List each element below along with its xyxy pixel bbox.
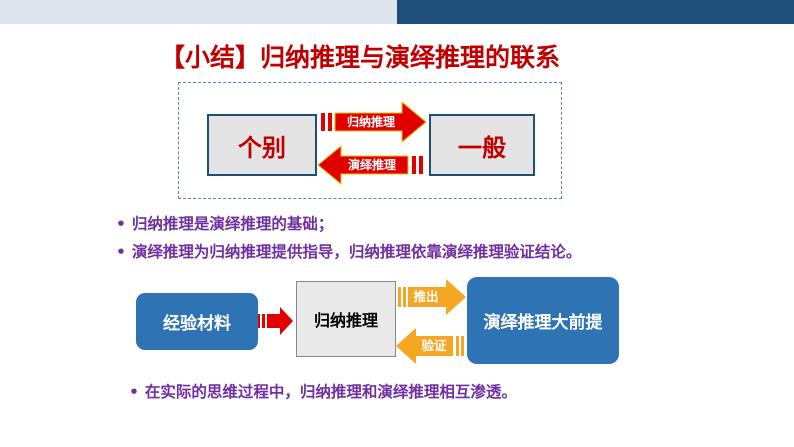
induction-box: 归纳推理 [296,281,396,357]
derive-arrow [398,279,466,315]
bullet-1: • 归纳推理是演绎推理的基础； [116,212,333,234]
derive-arrow-label: 推出 [413,289,439,304]
bullet-marker: • [116,215,126,233]
header-band-dark [397,0,794,24]
bullet-2-text: 演绎推理为归纳推理提供指导，归纳推理依靠演绎推理验证结论。 [131,243,582,261]
induction-arrow-label: 归纳推理 [346,115,395,129]
deduction-arrow [317,144,423,186]
bullet-3-text: 在实际的思维过程中，归纳推理和演绎推理相互渗透。 [144,383,517,401]
deduction-arrow-label: 演绎推理 [347,158,396,172]
bullet-3: • 在实际的思维过程中，归纳推理和演绎推理相互渗透。 [129,380,517,402]
verify-arrow-label: 验证 [421,338,447,353]
material-to-induction-arrow [257,307,293,335]
bullet-2: • 演绎推理为归纳推理提供指导，归纳推理依靠演绎推理验证结论。 [116,240,581,262]
verify-arrow [396,328,464,364]
general-box: 一般 [429,114,535,176]
experience-material-box: 经验材料 [136,293,258,350]
bullet-marker: • [116,243,126,261]
slide-title: 【小结】归纳推理与演绎推理的联系 [160,43,561,72]
induction-arrow [321,100,427,144]
deduction-premise-box: 演绎推理大前提 [467,277,619,364]
diagram-frame [178,82,562,199]
bullet-marker: • [129,383,139,401]
individual-box: 个别 [207,114,317,176]
header-band-light [0,0,397,24]
bullet-1-text: 归纳推理是演绎推理的基础； [131,215,334,233]
